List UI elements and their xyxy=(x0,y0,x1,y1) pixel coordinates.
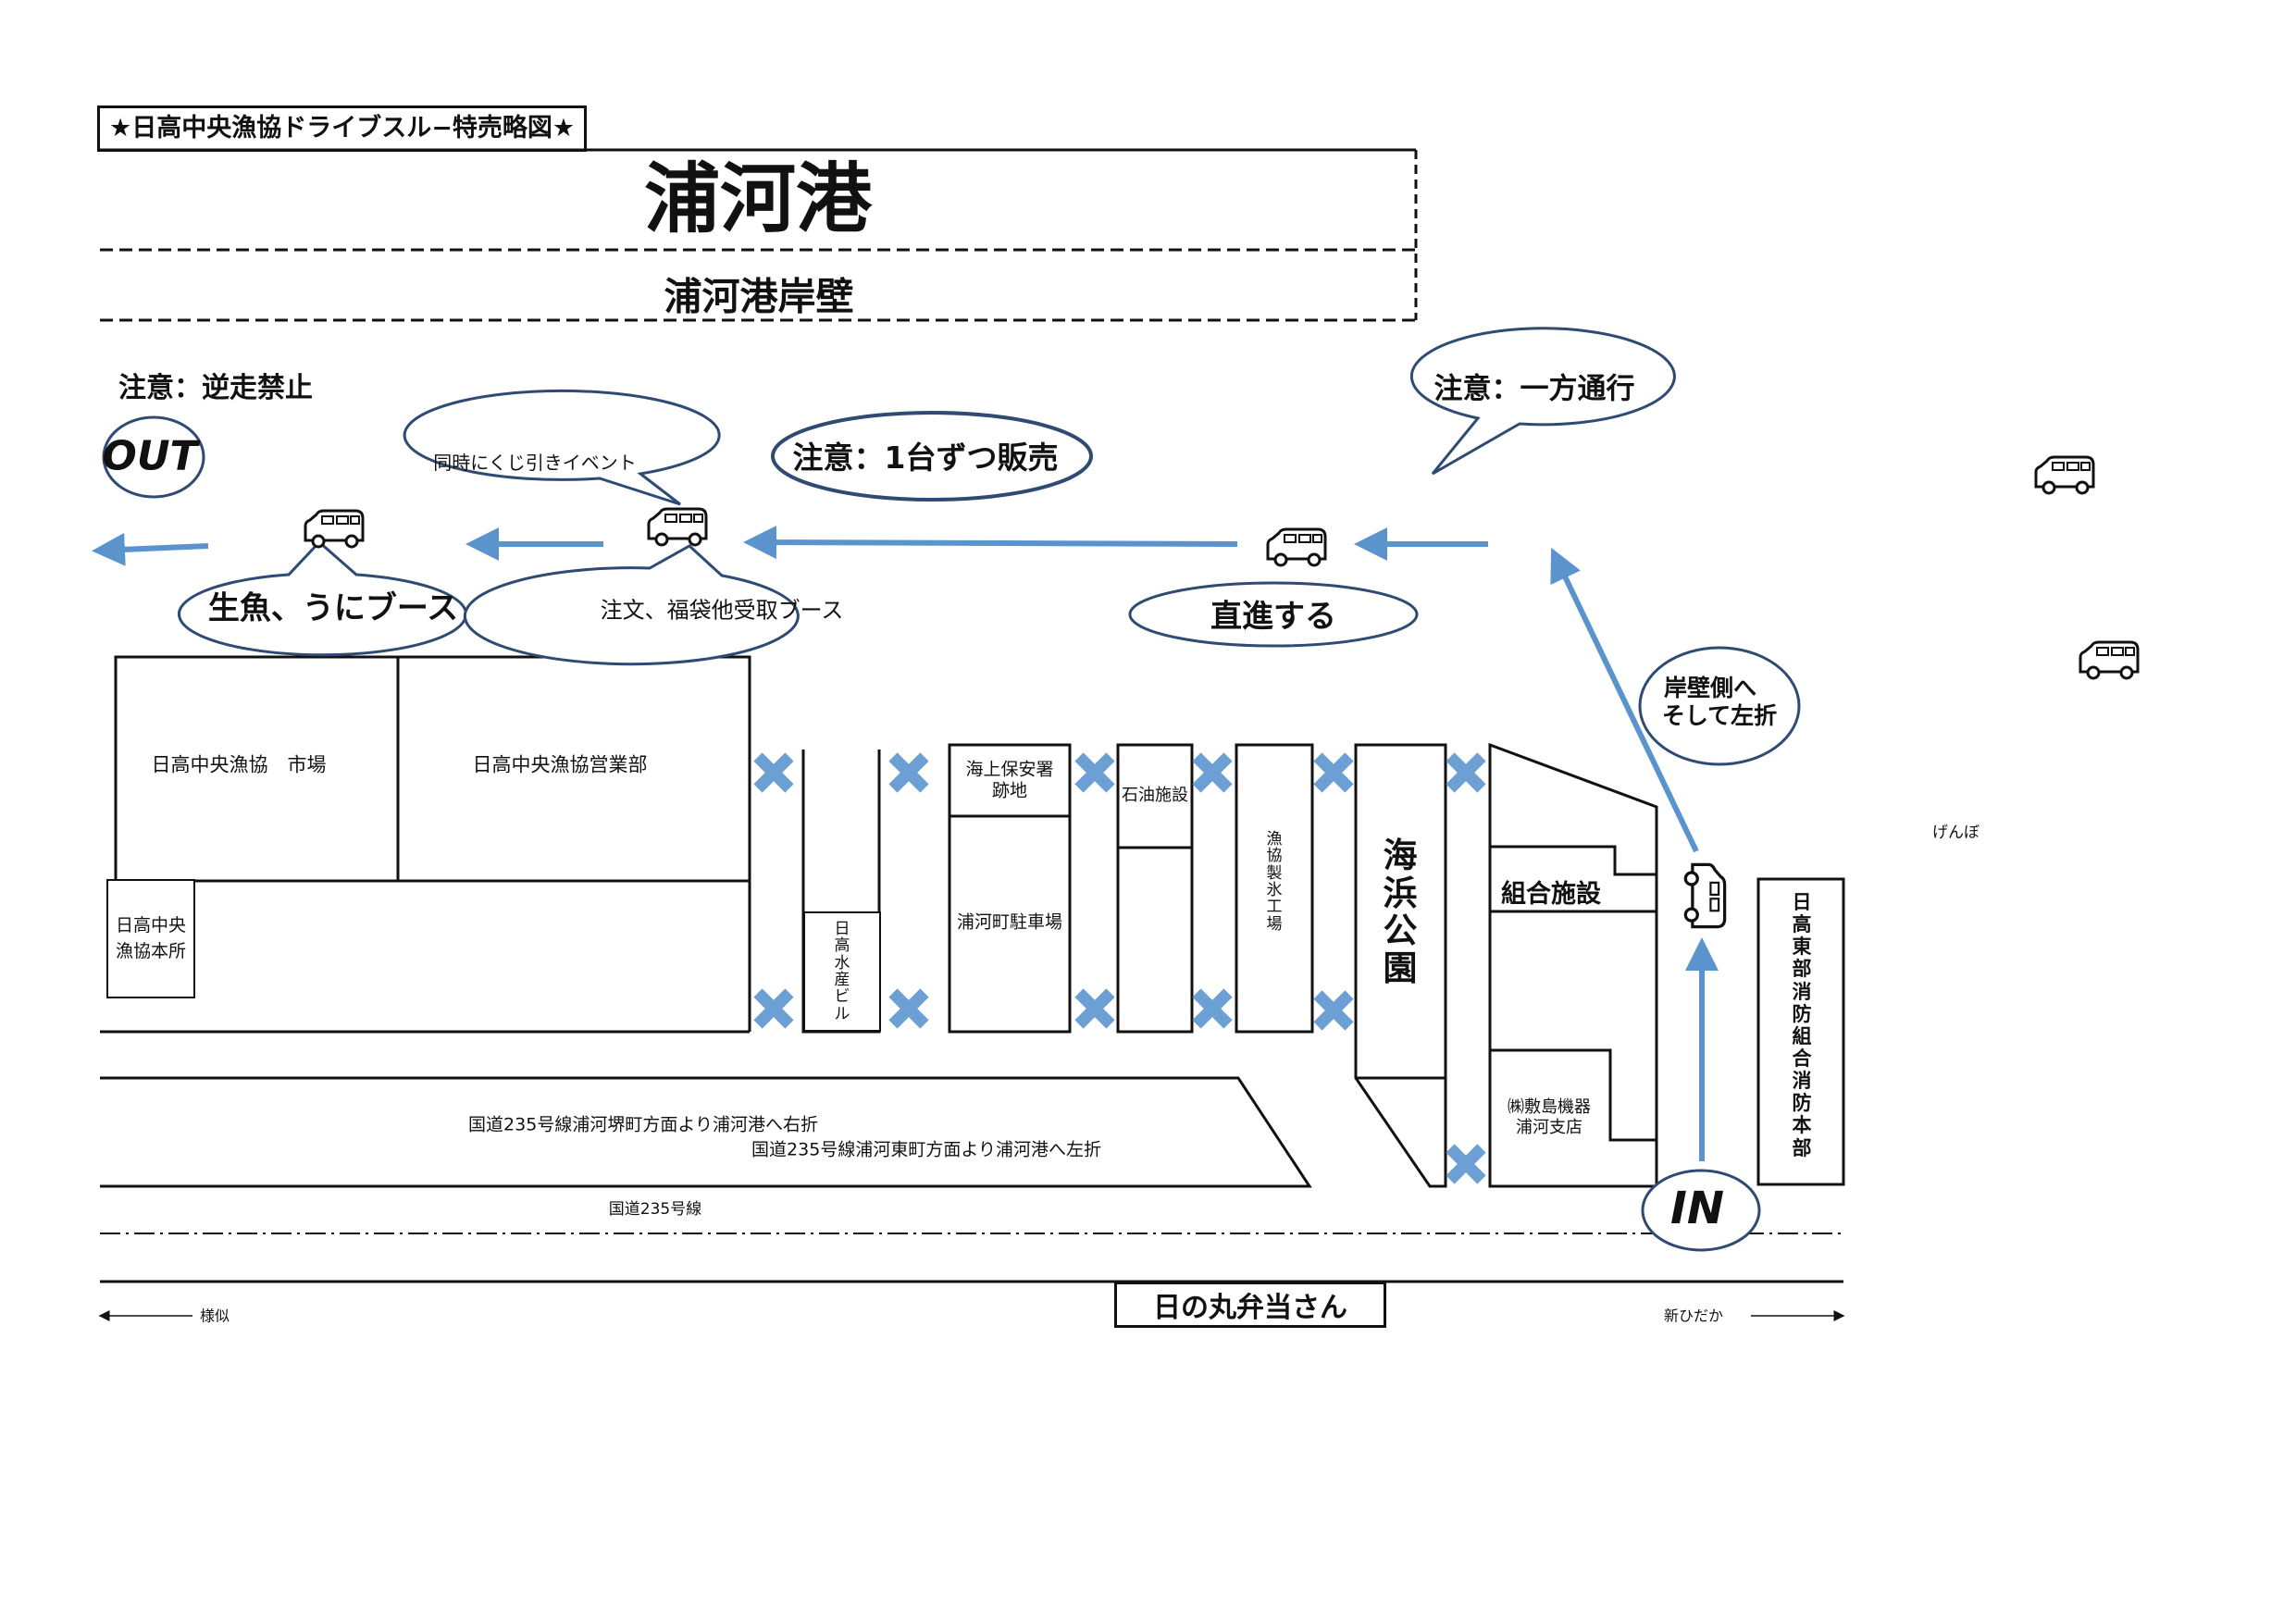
traffic-flow-arrows xyxy=(92,526,1719,1161)
genbo-label: げんぼ xyxy=(1932,824,1980,842)
oil-facility xyxy=(1116,743,1194,1034)
shikishima-label-2: 浦河支店 xyxy=(1516,1118,1582,1138)
turn-label-1: 岸壁側へ xyxy=(1663,675,1757,701)
shikishima-label-1: ㈱敷島機器 xyxy=(1508,1097,1591,1118)
market-label: 日高中央漁協 市場 xyxy=(151,753,327,776)
coastguard-label-1: 海上保安署 xyxy=(965,759,1054,780)
car-icon xyxy=(1266,527,1327,567)
buildings-layer xyxy=(100,655,1845,1188)
parking-label: 浦河町駐車場 xyxy=(956,911,1063,933)
fire-label: 日高東部消防組合消防本部 xyxy=(1792,891,1812,1159)
suisan-label: 日高水産ビル xyxy=(834,919,850,1023)
right-destination: 新ひだか xyxy=(1663,1307,1724,1325)
roads-layer xyxy=(98,1076,1845,1321)
callouts xyxy=(102,327,1801,1252)
sales-label: 日高中央漁協営業部 xyxy=(472,753,648,776)
quay-label: 浦河港岸壁 xyxy=(664,274,854,319)
lottery-bubble xyxy=(403,389,721,506)
turn-bubble xyxy=(1638,646,1801,766)
lottery-label: 同時にくじ引きイベント xyxy=(433,452,637,474)
car-icon xyxy=(1683,862,1727,929)
out-sign-label: OUT xyxy=(102,432,198,480)
car-icon xyxy=(304,509,365,549)
notice-no-reverse: 注意：逆走禁止 xyxy=(118,372,313,404)
straight-label: 直進する xyxy=(1210,598,1336,636)
hq-label-2: 漁協本所 xyxy=(115,940,186,961)
straight-ellipse xyxy=(1128,581,1419,648)
hq-building: 日高中央 漁協本所 xyxy=(106,879,195,998)
left-turn-label: 国道235号線浦河東町方面より浦河港へ左折 xyxy=(751,1139,1101,1160)
coastguard-label-2: 跡地 xyxy=(991,780,1028,801)
coastguard-building xyxy=(948,743,1072,1034)
market-building xyxy=(114,655,751,883)
order-booth-bubble xyxy=(463,544,800,666)
ice-label: 漁協製氷工場 xyxy=(1266,830,1283,934)
car-icon xyxy=(647,507,708,547)
car-icon xyxy=(2034,455,2095,495)
right-turn-label: 国道235号線浦河堺町方面より浦河港へ右折 xyxy=(468,1114,818,1135)
header-badge: ★日高中央漁協ドライブスル−特売略図★ xyxy=(97,105,588,152)
route-label: 国道235号線 xyxy=(608,1199,702,1219)
order-booth-label: 注文、福袋他受取ブース xyxy=(600,597,844,624)
fish-booth-bubble xyxy=(178,539,467,657)
turn-label-2: そして左折 xyxy=(1661,702,1778,729)
left-destination: 様似 xyxy=(199,1307,230,1325)
seaside-park xyxy=(1354,743,1447,1188)
hq-label-1: 日高中央 xyxy=(115,914,186,935)
oil-label: 石油施設 xyxy=(1122,786,1188,806)
bento-shop: 日の丸弁当さん xyxy=(1114,1282,1386,1328)
kumiai-label: 組合施設 xyxy=(1501,879,1601,909)
page-title: 浦河港 xyxy=(643,155,873,243)
notice-one-way: 注意：一方通行 xyxy=(1433,372,1635,406)
bento-label: 日の丸弁当さん xyxy=(1153,1292,1347,1324)
park-label: 海浜公園 xyxy=(1383,836,1418,989)
flow-arrow-2 xyxy=(743,526,1238,560)
in-sign xyxy=(1641,1169,1761,1252)
one-way-bubble xyxy=(1409,327,1676,476)
suisan-building: 日高水産ビル xyxy=(803,911,881,1032)
ice-factory xyxy=(1235,743,1314,1034)
notice-one-car: 注意：1台ずつ販売 xyxy=(792,440,1059,477)
fire-department xyxy=(1756,877,1845,1186)
one-car-ellipse xyxy=(771,411,1093,502)
flow-arrow-up xyxy=(1550,547,1699,853)
out-sign xyxy=(102,415,205,499)
flow-arrow-out xyxy=(92,532,209,566)
fish-booth-label: 生魚、うにブース xyxy=(207,589,459,627)
in-sign-label: IN xyxy=(1669,1183,1725,1235)
car-icon xyxy=(2079,640,2140,680)
